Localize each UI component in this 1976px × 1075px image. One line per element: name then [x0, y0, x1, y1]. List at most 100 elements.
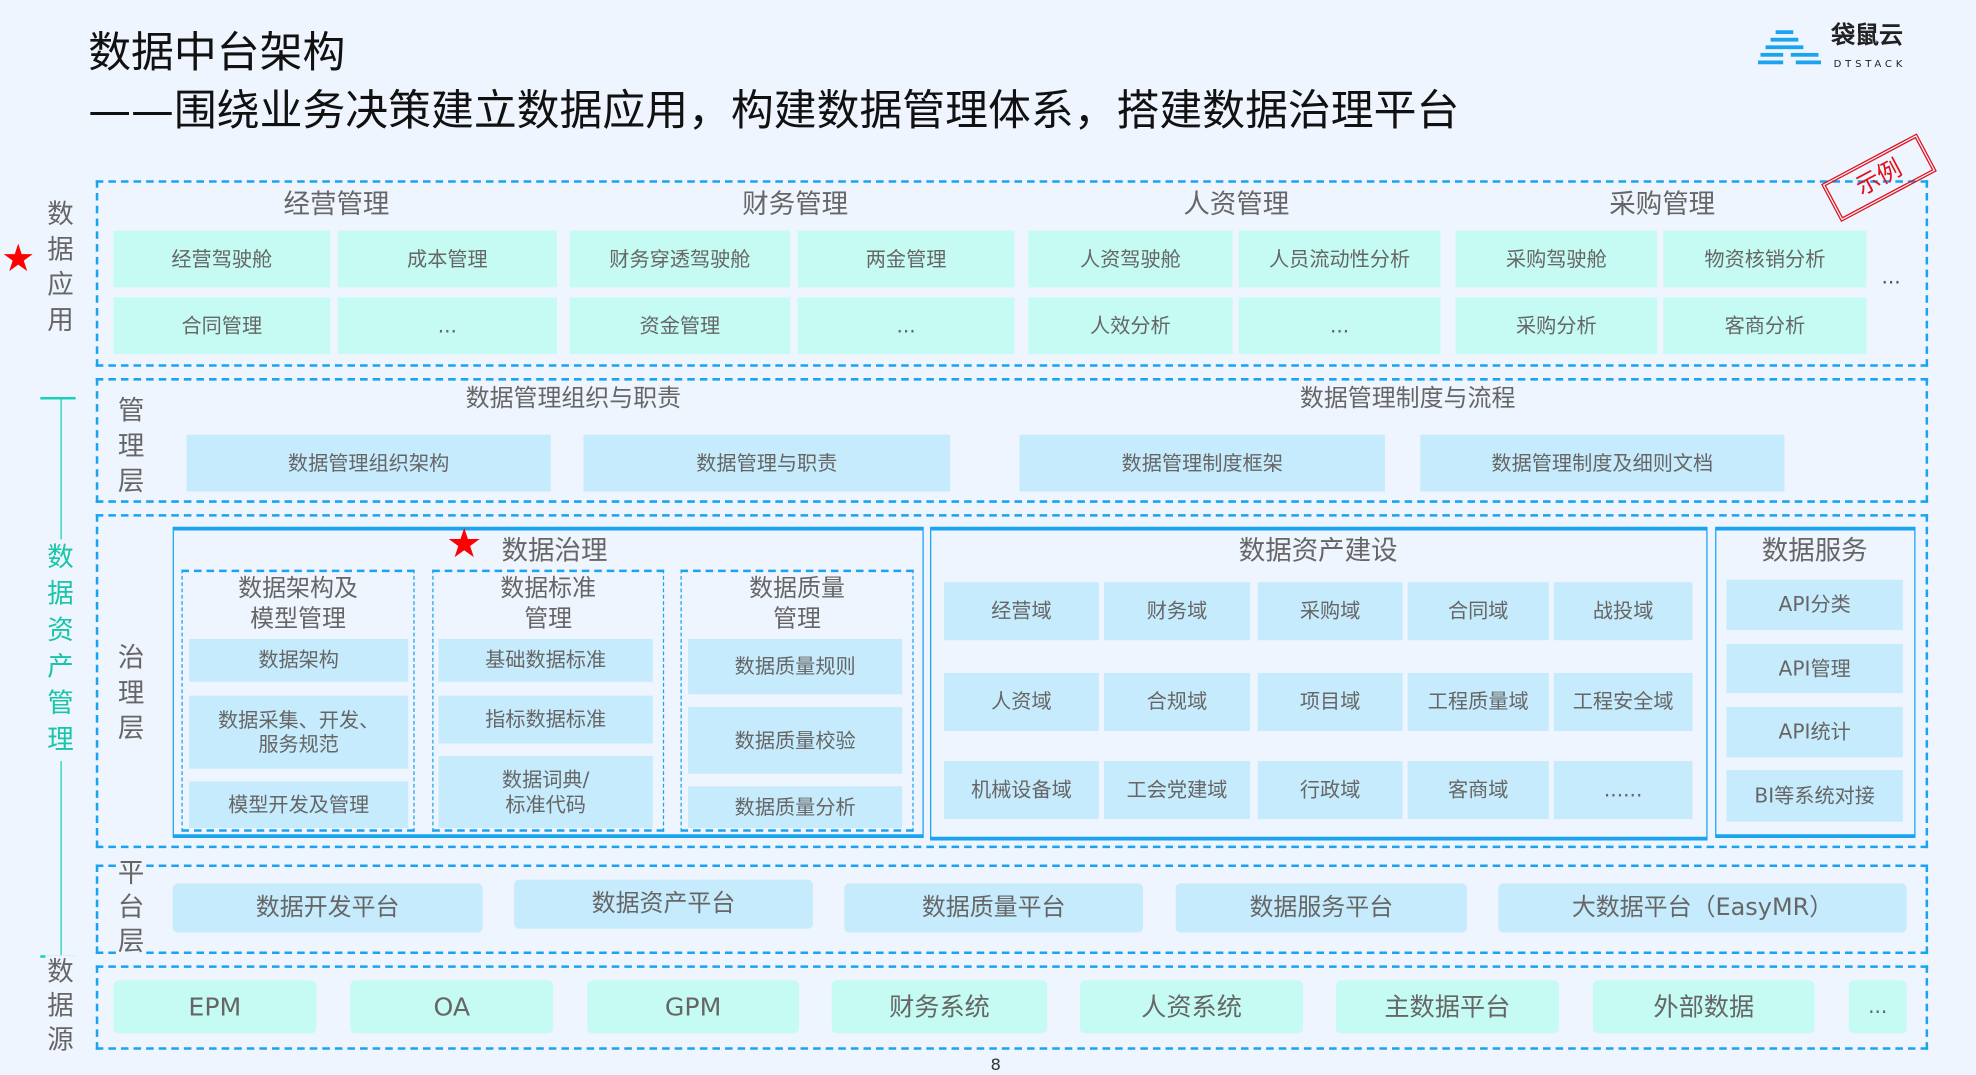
app-item[interactable]: 两金管理 — [797, 230, 1015, 288]
asset-domain-item[interactable]: 机械设备域 — [943, 761, 1099, 820]
mgmt-item[interactable]: 数据管理制度框架 — [1019, 434, 1385, 492]
app-item[interactable]: 人员流动性分析 — [1238, 230, 1441, 288]
source-item[interactable]: 财务系统 — [831, 980, 1048, 1034]
logo-name: 袋鼠云 — [1831, 21, 1903, 50]
service-item[interactable]: API分类 — [1726, 579, 1903, 631]
asset-domain-item[interactable]: 工程质量域 — [1407, 672, 1549, 731]
platform-item[interactable]: 大数据平台（EasyMR） — [1498, 883, 1907, 933]
page-subtitle: ——围绕业务决策建立数据应用，构建数据管理体系，搭建数据治理平台 — [88, 85, 1460, 137]
service-item[interactable]: API统计 — [1726, 706, 1903, 758]
group-title: 人资管理 — [1183, 189, 1290, 220]
group-title: 财务管理 — [742, 189, 849, 220]
asset-domain-item[interactable]: 合同域 — [1407, 582, 1549, 641]
gov-item[interactable]: 数据质量校验 — [688, 706, 903, 774]
gov-column-title: 数据质量 管理 — [749, 574, 845, 633]
app-item[interactable]: 采购分析 — [1455, 297, 1658, 355]
platform-item[interactable]: 数据开发平台 — [172, 883, 483, 933]
gov-item[interactable]: 指标数据标准 — [438, 695, 653, 744]
gov-column — [181, 569, 415, 832]
app-layer — [95, 180, 1929, 367]
app-item[interactable]: 采购驾驶舱 — [1455, 230, 1658, 288]
mgmt-item[interactable]: 数据管理制度及细则文档 — [1420, 434, 1785, 492]
group-title: 采购管理 — [1609, 189, 1716, 220]
app-item[interactable]: ... — [797, 297, 1015, 355]
gov-item[interactable]: 数据词典/ 标准代码 — [438, 756, 653, 828]
mgmt-item[interactable]: 数据管理组织架构 — [186, 434, 551, 492]
app-item[interactable]: 经营驾驶舱 — [113, 230, 331, 288]
asset-domain-item[interactable]: ...... — [1553, 761, 1693, 820]
page-number: 8 — [990, 1056, 1001, 1075]
logo-sub: DTSTACK — [1833, 57, 1907, 70]
star-icon: ★ — [1, 236, 36, 282]
app-item[interactable]: 人效分析 — [1028, 297, 1233, 355]
more-indicator: ... — [1881, 264, 1901, 289]
source-item[interactable]: 人资系统 — [1079, 980, 1304, 1034]
logo-mark-icon — [1757, 30, 1821, 65]
mgmt-item[interactable]: 数据管理与职责 — [583, 434, 951, 492]
side-tick — [40, 396, 76, 400]
governance-title: 数据治理 — [501, 535, 608, 566]
assets-title: 数据资产建设 — [1238, 535, 1398, 566]
gov-item[interactable]: 基础数据标准 — [438, 638, 653, 682]
app-item[interactable]: ... — [1238, 297, 1441, 355]
asset-domain-item[interactable]: 财务域 — [1103, 582, 1251, 641]
app-item[interactable]: 物资核销分析 — [1663, 230, 1867, 288]
platform-item[interactable]: 数据资产平台 — [514, 879, 813, 929]
app-layer-label: 数据应用 — [47, 199, 74, 336]
gov-column — [432, 569, 665, 832]
gov-item[interactable]: 数据采集、开发、 服务规范 — [189, 695, 409, 769]
gov-item[interactable]: 数据质量规则 — [688, 638, 903, 695]
governance-panel — [172, 526, 924, 839]
gov-layer-label: 治理层 — [117, 642, 145, 744]
source-layer — [95, 965, 1929, 1050]
service-item[interactable]: BI等系统对接 — [1726, 769, 1903, 822]
gov-item[interactable]: 模型开发及管理 — [189, 781, 409, 828]
app-item[interactable]: 成本管理 — [337, 230, 558, 288]
platform-layer — [95, 864, 1929, 954]
gov-item[interactable]: 数据架构 — [189, 638, 409, 682]
asset-domain-item[interactable]: 工会党建域 — [1103, 761, 1251, 820]
asset-domain-item[interactable]: 行政域 — [1257, 761, 1403, 820]
app-item[interactable]: 客商分析 — [1663, 297, 1867, 355]
source-item[interactable]: 外部数据 — [1592, 980, 1815, 1034]
asset-domain-item[interactable]: 经营域 — [943, 582, 1099, 641]
asset-domain-item[interactable]: 项目域 — [1257, 672, 1403, 731]
platform-item[interactable]: 数据服务平台 — [1175, 883, 1467, 933]
services-panel — [1715, 526, 1916, 839]
platform-item[interactable]: 数据质量平台 — [844, 883, 1144, 933]
star-icon: ★ — [446, 519, 483, 568]
app-item[interactable]: 合同管理 — [113, 297, 331, 355]
service-item[interactable]: API管理 — [1726, 643, 1903, 694]
platform-layer-label: 平台层 — [115, 856, 147, 960]
gov-layer — [95, 514, 1929, 849]
asset-domain-item[interactable]: 人资域 — [943, 672, 1099, 731]
app-item[interactable]: ... — [337, 297, 558, 355]
logo: 袋鼠云 DTSTACK — [1757, 21, 1903, 73]
app-item[interactable]: 资金管理 — [569, 297, 791, 355]
mgmt-layer-label: 管理层 — [117, 395, 145, 497]
assets-panel — [930, 526, 1708, 841]
asset-domain-item[interactable]: 工程安全域 — [1553, 672, 1693, 731]
group-title: 数据管理制度与流程 — [1299, 384, 1516, 413]
source-item[interactable]: GPM — [587, 980, 799, 1034]
mgmt-layer — [95, 378, 1929, 503]
services-title: 数据服务 — [1761, 535, 1868, 566]
app-item[interactable]: 人资驾驶舱 — [1028, 230, 1233, 288]
source-layer-label: 数据源 — [45, 955, 76, 1058]
app-item[interactable]: 财务穿透驾驶舱 — [569, 230, 791, 288]
group-title: 经营管理 — [283, 189, 390, 220]
source-item[interactable]: OA — [350, 980, 554, 1034]
gov-item[interactable]: 数据质量分析 — [688, 786, 903, 828]
asset-domain-item[interactable]: 采购域 — [1257, 582, 1403, 641]
gov-column — [680, 569, 914, 832]
gov-column-title: 数据标准 管理 — [500, 574, 597, 633]
asset-domain-item[interactable]: 战投域 — [1553, 582, 1693, 641]
asset-domain-item[interactable]: 合规域 — [1103, 672, 1251, 731]
source-item[interactable]: EPM — [113, 980, 317, 1034]
group-title: 数据管理组织与职责 — [465, 384, 682, 413]
source-item[interactable]: 主数据平台 — [1335, 980, 1559, 1034]
gov-column-title: 数据架构及 模型管理 — [238, 574, 358, 633]
source-item[interactable]: ... — [1848, 980, 1907, 1034]
asset-domain-item[interactable]: 客商域 — [1407, 761, 1549, 820]
